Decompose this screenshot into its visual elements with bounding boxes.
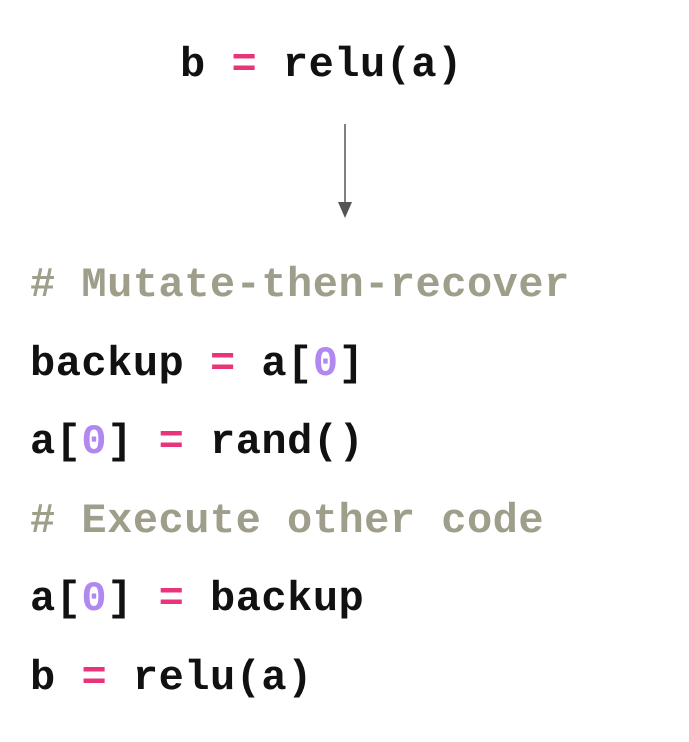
- code-line-relu: b = relu(a): [30, 657, 313, 699]
- line6-rhs: relu(a): [132, 654, 313, 702]
- line3-lhs-post: ]: [107, 418, 133, 466]
- line5-lhs-pre: a[: [30, 575, 82, 623]
- line5-lhs-post: ]: [107, 575, 133, 623]
- line6-lhs: b: [30, 654, 56, 702]
- line3-rhs: rand(): [210, 418, 365, 466]
- code-line-rand: a[0] = rand(): [30, 421, 364, 463]
- top-rhs: relu(a): [282, 41, 463, 89]
- line3-index: 0: [81, 418, 108, 466]
- line6-operator: =: [81, 654, 108, 702]
- comment-mutate: # Mutate-then-recover: [30, 261, 570, 309]
- code-line-restore: a[0] = backup: [30, 578, 364, 620]
- line2-rhs-post: ]: [338, 340, 365, 388]
- top-lhs: b: [180, 41, 206, 89]
- comment-execute: # Execute other code: [30, 497, 545, 545]
- code-line-backup: backup = a[0]: [30, 343, 364, 385]
- line5-rhs: backup: [210, 575, 365, 623]
- top-operator: =: [231, 41, 258, 89]
- line2-rhs-pre: a[: [261, 340, 313, 388]
- top-statement: b = relu(a): [180, 44, 463, 86]
- line3-operator: =: [158, 418, 185, 466]
- line2-lhs: backup: [30, 340, 185, 388]
- line5-operator: =: [158, 575, 185, 623]
- line2-index: 0: [312, 340, 339, 388]
- line5-index: 0: [81, 575, 108, 623]
- down-arrow-icon: [338, 124, 352, 218]
- line3-lhs-pre: a[: [30, 418, 82, 466]
- line2-operator: =: [209, 340, 236, 388]
